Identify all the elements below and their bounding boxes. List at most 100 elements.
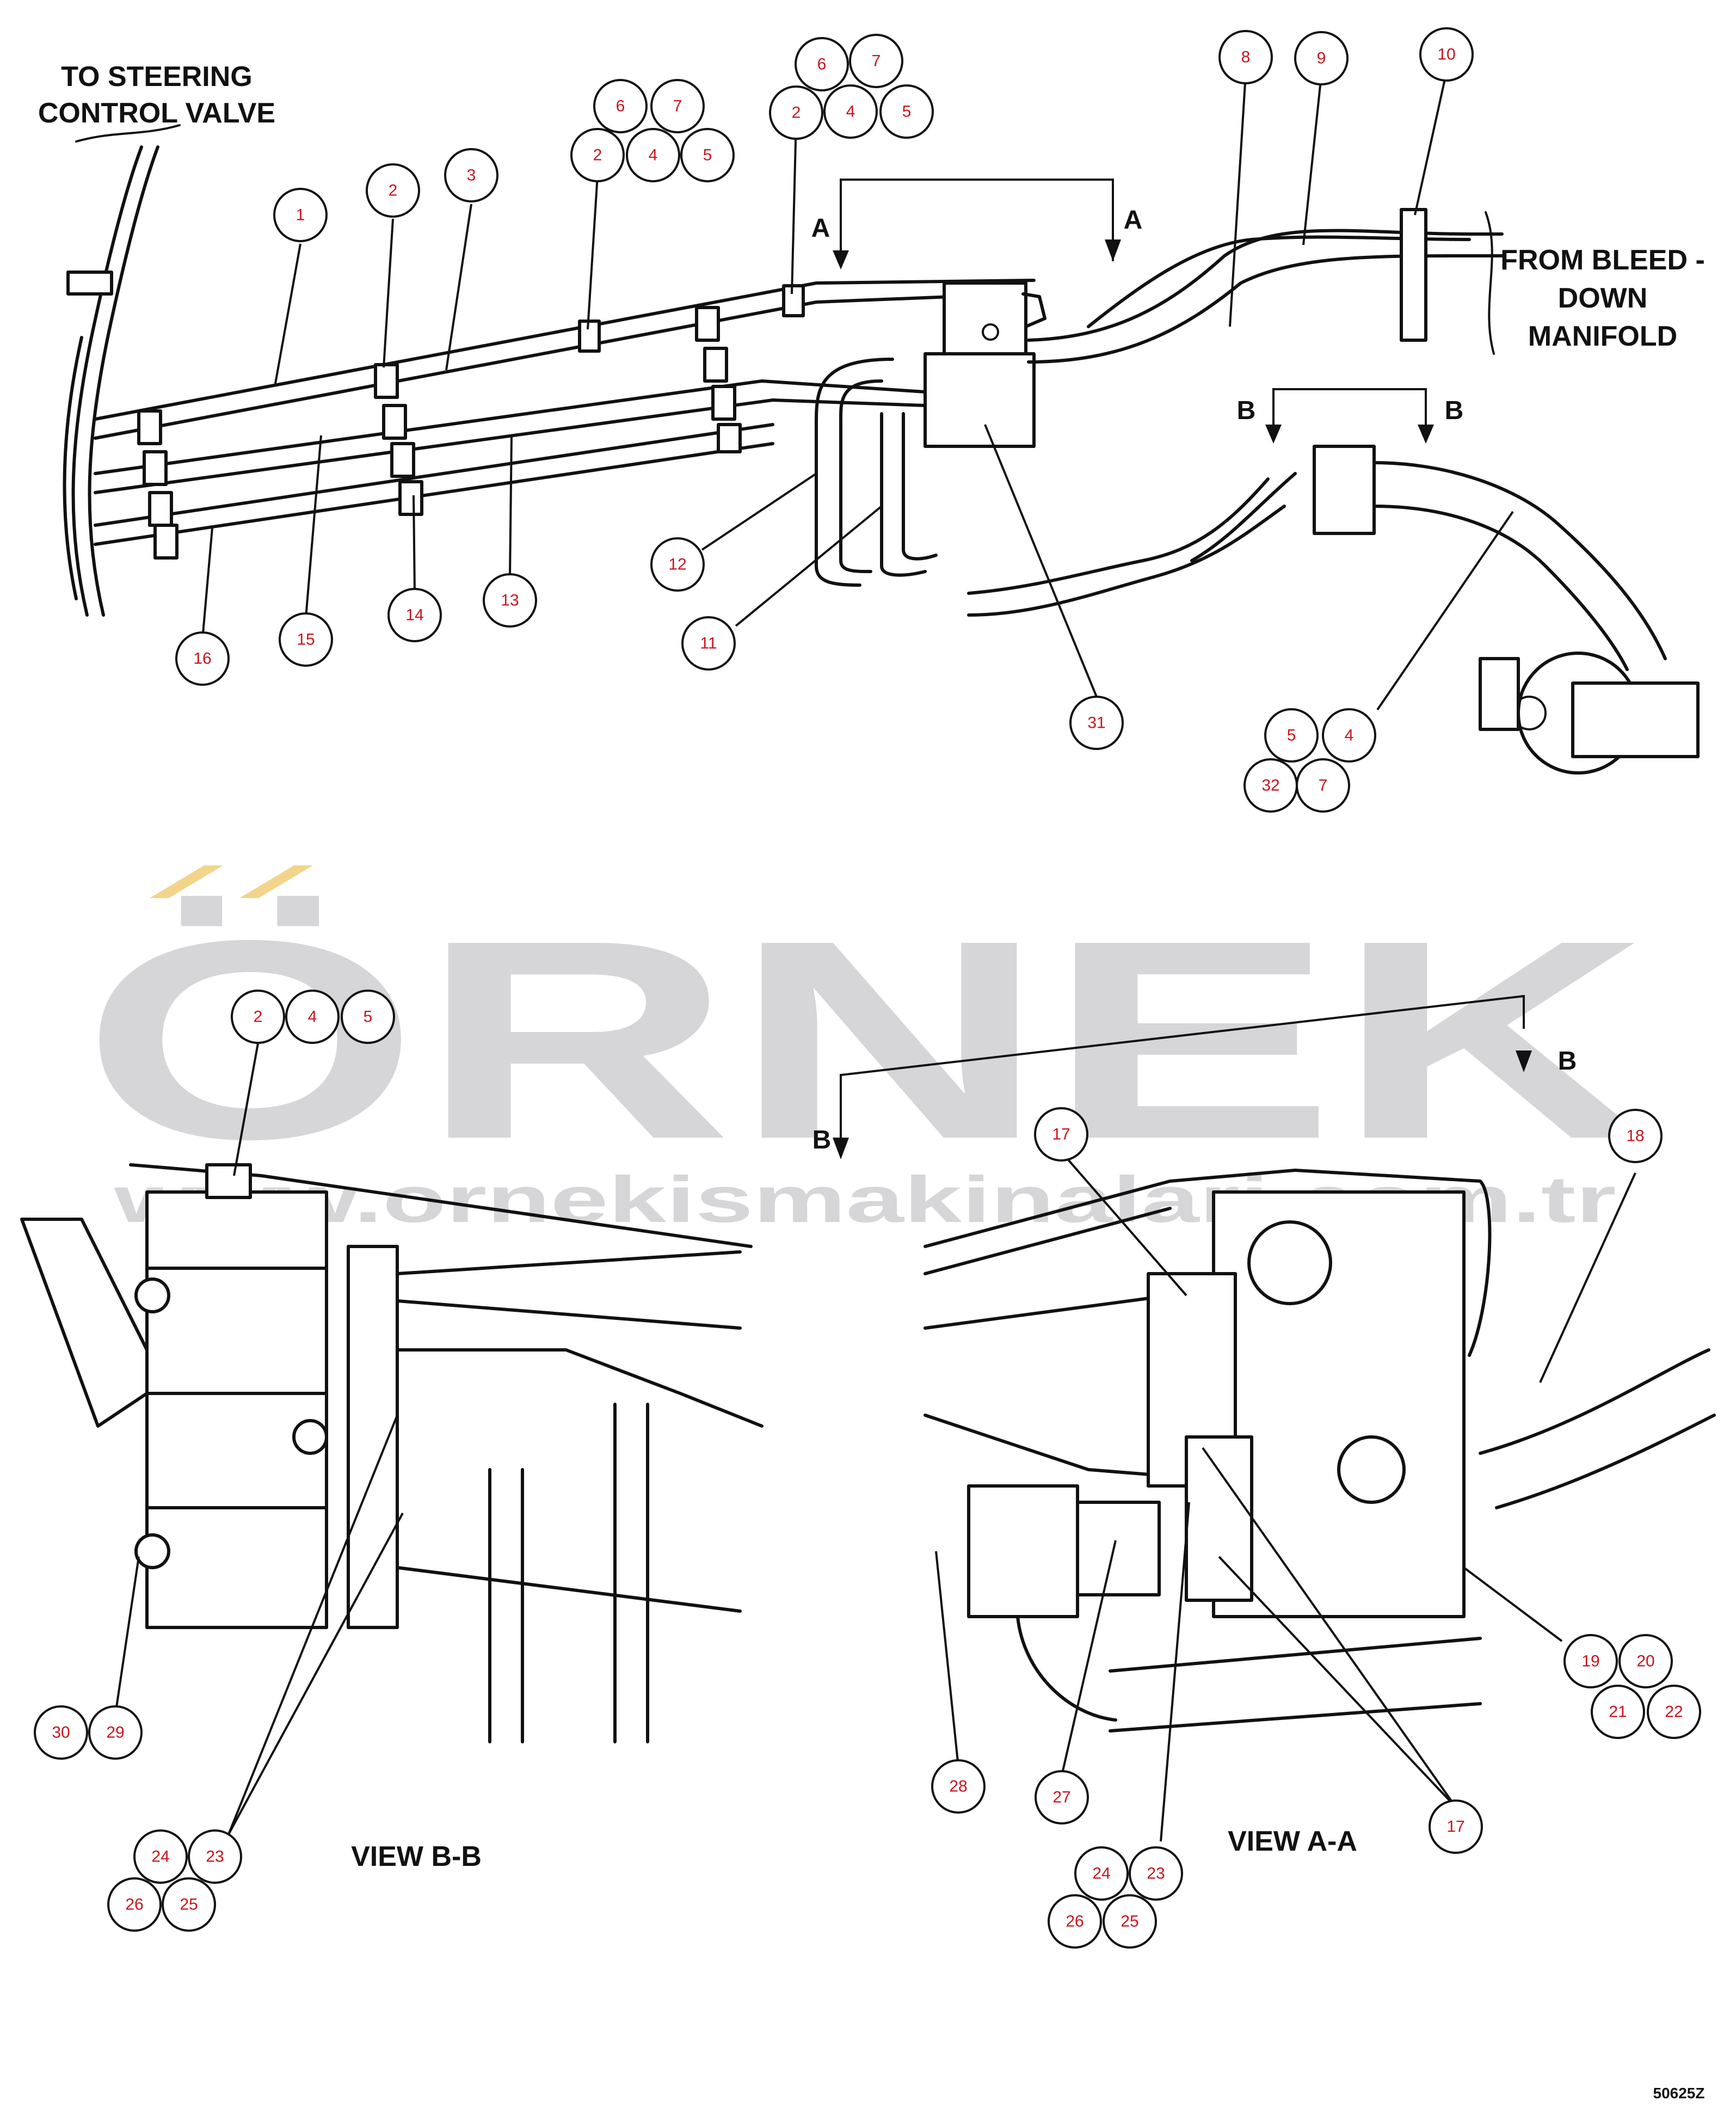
motor-hose-c (1190, 472, 1297, 562)
callout-bubble (681, 616, 736, 671)
pump-hose-b (1372, 505, 1629, 671)
callout-17: 17 (1034, 1107, 1088, 1162)
callout-number: 5 (1287, 727, 1296, 745)
callout-bubble (175, 631, 230, 686)
aa-tube (924, 1294, 1172, 1330)
clamp-block (153, 524, 178, 560)
callout-number: 2 (389, 182, 398, 200)
leader-23c (1160, 1502, 1190, 1842)
clamp-10 (1400, 208, 1427, 342)
clamp-block (390, 442, 415, 478)
callout-28: 28 (931, 1759, 986, 1814)
callout-bubble (34, 1705, 88, 1760)
tube-bundle-line-1 (94, 279, 1036, 421)
callout-number: 23 (206, 1848, 224, 1866)
loop-tube-11b (902, 412, 938, 561)
aa-hose-18b (1495, 1414, 1716, 1509)
callout-20: 20 (1618, 1634, 1673, 1688)
leader-2c (791, 119, 797, 294)
clamp-block (398, 480, 423, 516)
valve-block-upper (943, 281, 1027, 355)
leader-8 (1229, 73, 1247, 327)
clamp-block (374, 363, 399, 399)
leader-15 (305, 435, 322, 618)
callout-6: 6 (593, 79, 648, 133)
callout-number: 5 (364, 1008, 373, 1026)
tube-bundle-line-5 (94, 423, 774, 527)
figure-id: 50625Z (1653, 2085, 1705, 2102)
leader-3 (445, 204, 472, 371)
steering-hose-clamp (66, 271, 113, 296)
callout-bubble (1264, 708, 1319, 763)
section-b-arrow (1516, 1051, 1532, 1072)
tube-bundle-line-6 (94, 442, 774, 546)
callout-number: 17 (1446, 1818, 1464, 1836)
top-hose-assembly (63, 124, 1700, 775)
callout-number: 5 (703, 146, 712, 164)
steering-hose-1 (71, 145, 143, 617)
bb-valve-body (145, 1190, 328, 1629)
aa-coupling-28 (967, 1484, 1079, 1618)
section-b-bracket-lower (840, 994, 1525, 1143)
break-line-top (75, 124, 181, 143)
callout-bubble (387, 588, 442, 642)
from-bleed-label-line3: MANIFOLD (1528, 321, 1677, 352)
callout-number: 2 (593, 146, 602, 164)
clamp-block (711, 385, 736, 421)
callout-number: 11 (700, 635, 717, 653)
bb-hose-end-left (20, 1218, 165, 1428)
callout-number: 27 (1052, 1789, 1070, 1807)
callout-number: 8 (1241, 48, 1251, 66)
leader-17b (1202, 1447, 1457, 1808)
callout-16: 16 (175, 631, 230, 686)
callout-bubble (1647, 1685, 1701, 1739)
leader-29 (114, 1556, 140, 1715)
callout-30: 30 (34, 1705, 88, 1760)
leader-2 (383, 218, 394, 368)
bleed-hose-8b (1027, 254, 1504, 364)
loop-tube-12 (815, 358, 894, 587)
callout-number: 4 (846, 103, 855, 121)
aa-lower-hose (1109, 1637, 1482, 1673)
watermark-accent-right (239, 865, 313, 898)
tube-bundle-line-4 (94, 398, 927, 494)
callout-number: 1 (296, 206, 305, 224)
aa-top-tube (924, 1169, 1297, 1248)
leader-23a (227, 1415, 398, 1835)
clamp-block (143, 450, 168, 486)
callout-number: 21 (1609, 1703, 1627, 1721)
clamp-stack-3 (695, 306, 742, 453)
leader-1 (274, 243, 301, 387)
watermark-logo: ÖRNEK (82, 882, 1649, 1198)
callout-19: 19 (1563, 1634, 1618, 1688)
leader-23b (227, 1513, 404, 1835)
callout-bubble (795, 37, 849, 91)
section-a-label-right: A (1124, 206, 1143, 235)
leader-19 (1463, 1567, 1563, 1642)
callout-21: 21 (1591, 1685, 1645, 1739)
callout-bubble (279, 612, 333, 667)
callout-bubble (1419, 27, 1474, 82)
tube-bundle-line-2 (94, 295, 954, 440)
callout-26: 26 (107, 1877, 162, 1932)
bb-clamp (205, 1163, 252, 1199)
callout-bubble (626, 128, 680, 182)
bb-tube (396, 1348, 764, 1428)
aa-lower-hose (1109, 1702, 1482, 1733)
callout-5: 5 (879, 84, 934, 139)
callout-5: 5 (1264, 708, 1319, 763)
tube-bundle-line-3 (94, 379, 927, 475)
callout-number: 5 (902, 103, 912, 121)
aa-top-tube (924, 1207, 1172, 1275)
leader-12 (701, 472, 817, 551)
leader-13 (509, 435, 513, 576)
callout-25: 25 (1103, 1894, 1157, 1949)
section-b-label: B (812, 1126, 832, 1154)
callout-number: 32 (1261, 777, 1279, 795)
callout-2: 2 (570, 128, 625, 182)
callout-32: 32 (1243, 758, 1298, 813)
motor-hose-a (967, 477, 1270, 595)
callout-bubble (107, 1877, 162, 1932)
